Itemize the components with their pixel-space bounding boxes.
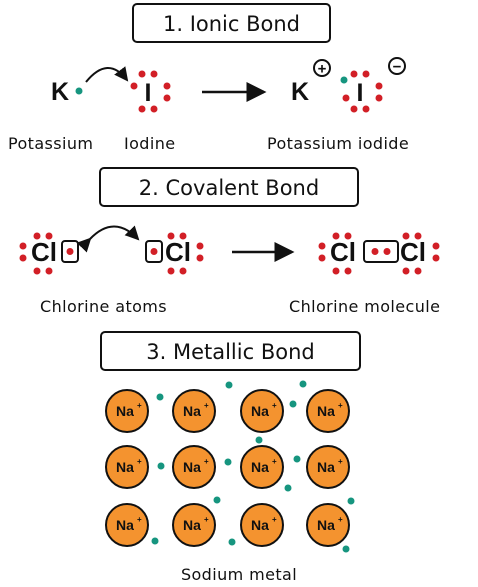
free-electron <box>299 380 307 388</box>
iodide-electrons <box>342 70 383 113</box>
sodium-charge: + <box>137 515 142 524</box>
sodium-ion: Na+ <box>240 445 284 489</box>
free-electron <box>151 537 159 545</box>
chlorine-molecule-right-symbol: Cl <box>400 237 426 267</box>
sodium-symbol: Na <box>317 403 335 419</box>
chlorine-molecule-caption: Chlorine molecule <box>289 297 440 316</box>
minus-charge-circle <box>388 57 406 75</box>
plus-sign: + <box>318 61 327 78</box>
metallic-bond-section: 3. Metallic Bond Na+Na+Na+Na+Na+Na+Na+Na… <box>100 331 361 584</box>
free-electron <box>225 381 233 389</box>
iodine-caption: Iodine <box>124 134 176 153</box>
covalent-title: 2. Covalent Bond <box>139 176 319 200</box>
sodium-ion: Na+ <box>172 503 216 547</box>
sodium-symbol: Na <box>251 403 269 419</box>
sodium-charge: + <box>272 401 277 410</box>
sodium-symbol: Na <box>183 403 201 419</box>
free-electron <box>293 455 301 463</box>
minus-sign: − <box>393 59 402 76</box>
free-electron <box>224 458 232 466</box>
covalent-title-box <box>99 167 359 207</box>
potassium-iodide-caption: Potassium iodide <box>267 134 409 153</box>
sodium-symbol: Na <box>251 459 269 475</box>
chlorine-molecule-left-symbol: Cl <box>330 237 356 267</box>
potassium-valence-electron <box>75 87 83 95</box>
covalent-bond-section: 2. Covalent Bond Cl Cl Cl <box>19 167 440 316</box>
shared-pair-box <box>363 240 399 263</box>
sodium-symbol: Na <box>116 459 134 475</box>
plus-charge-circle <box>313 59 331 77</box>
sodium-symbol: Na <box>183 517 201 533</box>
metallic-title-box <box>100 331 361 371</box>
sodium-metal-caption: Sodium metal <box>181 565 297 584</box>
iodine-electrons <box>130 70 171 113</box>
free-electron <box>289 400 297 408</box>
sodium-ion: Na+ <box>105 445 149 489</box>
sodium-ion: Na+ <box>240 389 284 433</box>
electron-sharing-arrow <box>76 225 140 253</box>
transferred-electron <box>340 76 348 84</box>
sodium-charge: + <box>338 401 343 410</box>
sodium-symbol: Na <box>317 517 335 533</box>
free-electron <box>157 462 165 470</box>
sodium-charge: + <box>204 457 209 466</box>
ionic-bond-section: 1. Ionic Bond K I K + I − Potassiu <box>8 3 409 153</box>
free-electron <box>156 393 164 401</box>
sodium-charge: + <box>137 401 142 410</box>
ionic-title-box <box>132 3 331 43</box>
potassium-symbol: K <box>51 78 69 106</box>
sodium-ion: Na+ <box>240 503 284 547</box>
sodium-ion: Na+ <box>105 503 149 547</box>
ionic-title: 1. Ionic Bond <box>163 12 300 36</box>
free-electron <box>213 496 221 504</box>
sodium-charge: + <box>272 515 277 524</box>
chlorine-right-electrons <box>167 232 204 275</box>
sodium-charge: + <box>204 401 209 410</box>
free-electron <box>347 497 355 505</box>
sodium-ion: Na+ <box>306 503 350 547</box>
sodium-charge: + <box>338 515 343 524</box>
sodium-charge: + <box>204 515 209 524</box>
shared-electron-2 <box>383 248 391 255</box>
chlorine-left-unpaired-electron <box>66 248 74 255</box>
iodine-symbol: I <box>145 79 152 107</box>
chlorine-left-electrons <box>19 232 53 275</box>
free-electron <box>284 484 292 492</box>
sodium-charge: + <box>137 457 142 466</box>
sodium-ion: Na+ <box>306 389 350 433</box>
chlorine-atom-left-symbol: Cl <box>31 237 57 267</box>
free-electron <box>228 538 236 546</box>
sodium-symbol: Na <box>317 459 335 475</box>
sodium-ion: Na+ <box>105 389 149 433</box>
molecule-left-electrons <box>318 232 352 275</box>
free-electron <box>342 545 350 553</box>
electron-transfer-arrow <box>85 66 129 83</box>
sodium-ion-lattice: Na+Na+Na+Na+Na+Na+Na+Na+Na+Na+Na+Na+ <box>105 389 350 547</box>
sodium-symbol: Na <box>116 517 134 533</box>
potassium-caption: Potassium <box>8 134 93 153</box>
chlorine-right-unpaired-electron <box>150 248 158 255</box>
sodium-symbol: Na <box>116 403 134 419</box>
sodium-charge: + <box>272 457 277 466</box>
iodide-ion-symbol: I <box>357 79 364 107</box>
sodium-ion: Na+ <box>172 389 216 433</box>
sodium-ion: Na+ <box>306 445 350 489</box>
chlorine-atom-right-symbol: Cl <box>165 237 191 267</box>
shared-electron-1 <box>371 248 379 255</box>
sodium-charge: + <box>338 457 343 466</box>
metallic-title: 3. Metallic Bond <box>146 340 314 364</box>
free-electron <box>255 436 263 444</box>
sodium-ion: Na+ <box>172 445 216 489</box>
chlorine-atoms-caption: Chlorine atoms <box>40 297 167 316</box>
molecule-right-electrons <box>402 232 440 275</box>
sodium-symbol: Na <box>251 517 269 533</box>
delocalized-electrons <box>151 380 355 553</box>
sodium-symbol: Na <box>183 459 201 475</box>
potassium-ion-symbol: K <box>291 78 309 106</box>
